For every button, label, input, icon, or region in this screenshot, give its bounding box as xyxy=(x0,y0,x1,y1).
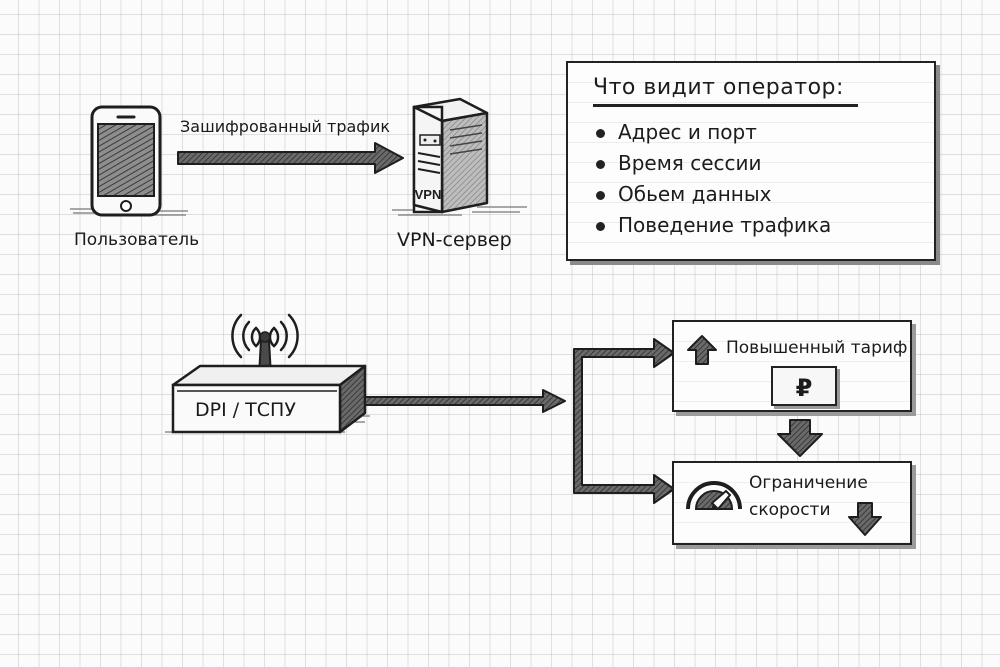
dpi-label: DPI / ТСПУ xyxy=(195,399,296,421)
ruble-badge: ₽ xyxy=(771,366,837,406)
throttling-label-line2: скорости xyxy=(749,500,831,520)
list-item: Время сессии xyxy=(596,149,831,180)
speed-throttling-box: Ограничение скорости xyxy=(672,461,912,545)
vpn-badge: VPN xyxy=(415,187,442,202)
operator-visibility-panel: Что видит оператор: Адрес и порт Время с… xyxy=(566,61,936,261)
arrow-up-icon xyxy=(687,335,717,365)
premium-tariff-box: Повышенный тариф ₽ xyxy=(672,320,912,412)
premium-tariff-label: Повышенный тариф xyxy=(726,338,908,358)
list-item: Поведение трафика xyxy=(596,211,831,242)
smartphone-icon xyxy=(70,105,188,217)
vpn-server-label: VPN-сервер xyxy=(397,229,512,251)
operator-panel-title: Что видит оператор: xyxy=(593,75,858,107)
throttling-label-line1: Ограничение xyxy=(749,473,868,493)
list-item: Обьем данных xyxy=(596,180,831,211)
arrow-down-icon xyxy=(848,502,882,536)
server-icon: VPN xyxy=(392,97,527,216)
branch-connector-arrow xyxy=(573,338,675,504)
encrypted-traffic-arrow xyxy=(177,142,404,174)
list-item: Адрес и порт xyxy=(596,118,831,149)
router-antenna-icon xyxy=(165,313,370,434)
tariff-to-throttle-arrow xyxy=(777,419,823,457)
speedometer-icon xyxy=(686,481,742,511)
encrypted-traffic-label: Зашифрованный трафик xyxy=(180,117,391,136)
dpi-output-arrow xyxy=(364,389,566,413)
operator-visibility-list: Адрес и порт Время сессии Обьем данных П… xyxy=(596,118,831,242)
user-label: Пользователь xyxy=(74,230,200,250)
